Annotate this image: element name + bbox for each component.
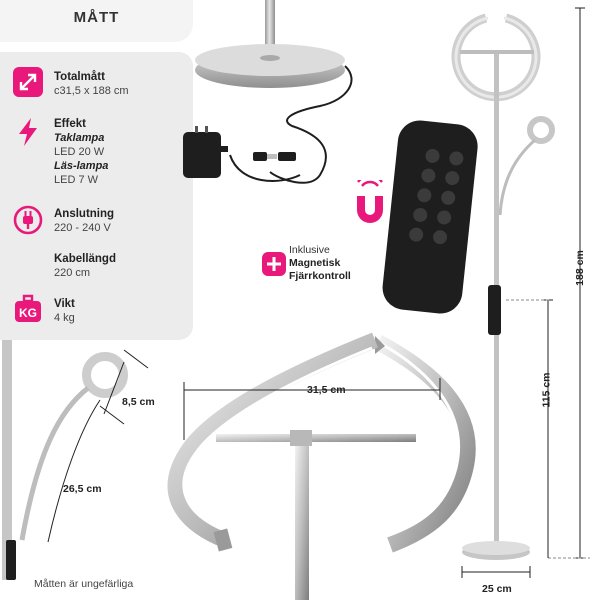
spec-label: Vikt bbox=[54, 298, 75, 310]
spec-sub-label: Taklampa bbox=[54, 132, 105, 144]
spec-label: Kabellängd bbox=[54, 253, 116, 265]
remote-buttons bbox=[409, 148, 464, 245]
weight-icon-text: KG bbox=[19, 306, 37, 320]
spec-value: 220 - 240 V bbox=[54, 222, 111, 234]
spec-power: Effekt Taklampa LED 20 W Läs-lampa LED 7… bbox=[54, 117, 108, 187]
remote-line-1: Inklusive bbox=[289, 244, 330, 256]
remote-line-2: Magnetisk bbox=[289, 257, 341, 269]
full-lamp-illustration bbox=[451, 7, 590, 578]
spec-weight: Vikt 4 kg bbox=[54, 297, 75, 325]
page-title: MÅTT bbox=[73, 9, 120, 26]
plus-icon bbox=[262, 252, 286, 276]
dim-switch-height: 115 cm bbox=[540, 372, 553, 408]
lamp-base-and-adapter bbox=[183, 0, 353, 184]
plug-icon bbox=[13, 205, 43, 235]
lightning-icon bbox=[19, 118, 37, 146]
dim-base-width: 25 cm bbox=[482, 583, 512, 595]
spec-connection: Anslutning 220 - 240 V bbox=[54, 207, 114, 235]
spec-value: LED 20 W bbox=[54, 146, 105, 158]
spec-label: Effekt bbox=[54, 118, 86, 130]
dim-ring-width: 31,5 cm bbox=[307, 384, 346, 396]
remote-control[interactable] bbox=[380, 118, 480, 318]
remote-line-3: Fjärrkontroll bbox=[289, 270, 351, 282]
approximate-note: Måtten är ungefärliga bbox=[34, 578, 134, 590]
spec-label: Anslutning bbox=[54, 208, 115, 220]
spec-value: c31,5 x 188 cm bbox=[54, 85, 129, 97]
reading-arm-closeup bbox=[2, 340, 149, 580]
remote-included-label: Inklusive Magnetisk Fjärrkontroll bbox=[289, 244, 351, 283]
spec-sub-label: Läs-lampa bbox=[54, 160, 109, 172]
weight-icon: KG bbox=[15, 294, 41, 322]
ring-closeup bbox=[167, 332, 476, 600]
specs-panel bbox=[0, 52, 193, 340]
spec-value: 4 kg bbox=[54, 312, 75, 324]
dim-total-height: 188 cm bbox=[573, 250, 586, 286]
magnet-icon bbox=[357, 180, 383, 223]
spec-cable-length: Kabellängd 220 cm bbox=[54, 252, 116, 280]
spec-value: LED 7 W bbox=[54, 174, 99, 186]
spec-value: 220 cm bbox=[54, 267, 91, 279]
spec-total-size: Totalmått c31,5 x 188 cm bbox=[54, 70, 129, 98]
diagonal-arrows-icon bbox=[13, 67, 43, 97]
dim-arm-length: 26,5 cm bbox=[63, 483, 102, 495]
spec-label: Totalmått bbox=[54, 71, 105, 83]
dim-reading-ring: 8,5 cm bbox=[122, 396, 155, 408]
title-bar bbox=[0, 0, 193, 42]
